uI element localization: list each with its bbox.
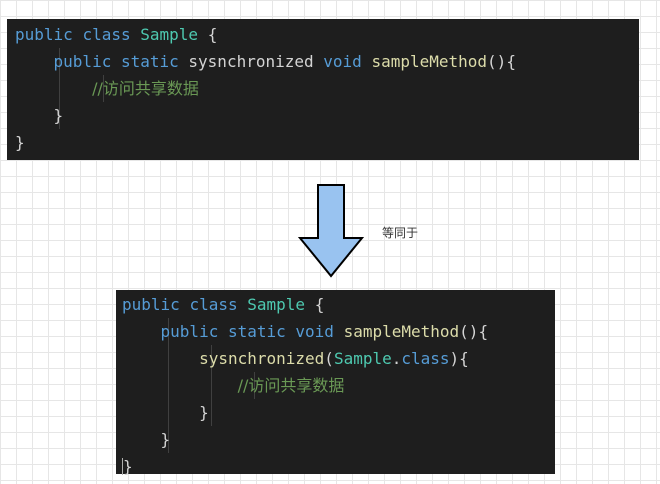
method-name: sampleMethod [371,52,488,71]
lock-class-name: Sample [333,349,392,368]
code-line: public class Sample { [15,21,639,48]
dot-operator: . [391,349,402,368]
keyword-static: static [227,322,286,341]
text-cursor [122,458,123,475]
code-block-equivalent: public class Sample { public static void… [116,290,555,476]
code-line: //访问共享数据 [15,75,639,102]
brace-close: } [123,457,133,476]
code-line: } [122,426,555,453]
paren-open: ( [324,349,334,368]
keyword-void: void [295,322,334,341]
down-arrow-icon [297,184,365,278]
keyword-public: public [160,322,219,341]
method-parens: (){ [459,322,489,341]
brace-close: } [160,430,171,449]
brace-close: } [199,403,209,422]
code-line: } [122,399,555,426]
code-line: public class Sample { [122,291,555,318]
code-line: sysnchronized(Sample.class){ [122,345,555,372]
code-comment: //访问共享数据 [238,376,345,395]
code-line: //访问共享数据 [122,372,555,399]
paren-close-brace: ){ [449,349,469,368]
arrow-shape [297,184,365,278]
class-name: Sample [140,25,199,44]
brace-open: { [314,295,325,314]
keyword-public: public [15,25,73,44]
code-comment: //访问共享数据 [92,79,199,98]
brace-open: { [207,25,218,44]
keyword-class: class [401,349,450,368]
class-name: Sample [247,295,306,314]
method-name: sampleMethod [343,322,460,341]
code-line: } [15,129,639,156]
keyword-class: class [82,25,131,44]
keyword-public: public [122,295,180,314]
method-parens: (){ [487,52,516,71]
indent-guide [59,48,60,129]
keyword-static: static [120,52,179,71]
comment-text: //访问共享数据 [237,376,345,395]
brace-close: } [53,106,64,125]
code-block-original: public class Sample { public static sysn… [7,19,639,160]
modifier-synchronized: sysnchronized [188,52,314,71]
code-line: public static void sampleMethod(){ [122,318,555,345]
keyword-synchronized: sysnchronized [199,349,325,368]
indent-guide [168,318,169,453]
keyword-class: class [189,295,238,314]
indent-guide [254,372,255,399]
indent-guide [103,75,104,102]
keyword-public: public [53,52,112,71]
indent-guide [211,345,212,426]
brace-close: } [15,133,25,152]
comment-text: //访问共享数据 [92,79,199,98]
code-line: } [15,102,639,129]
arrow-label: 等同于 [382,226,419,240]
keyword-void: void [323,52,362,71]
code-line: public static sysnchronized void sampleM… [15,48,639,75]
code-line: } [122,453,555,480]
